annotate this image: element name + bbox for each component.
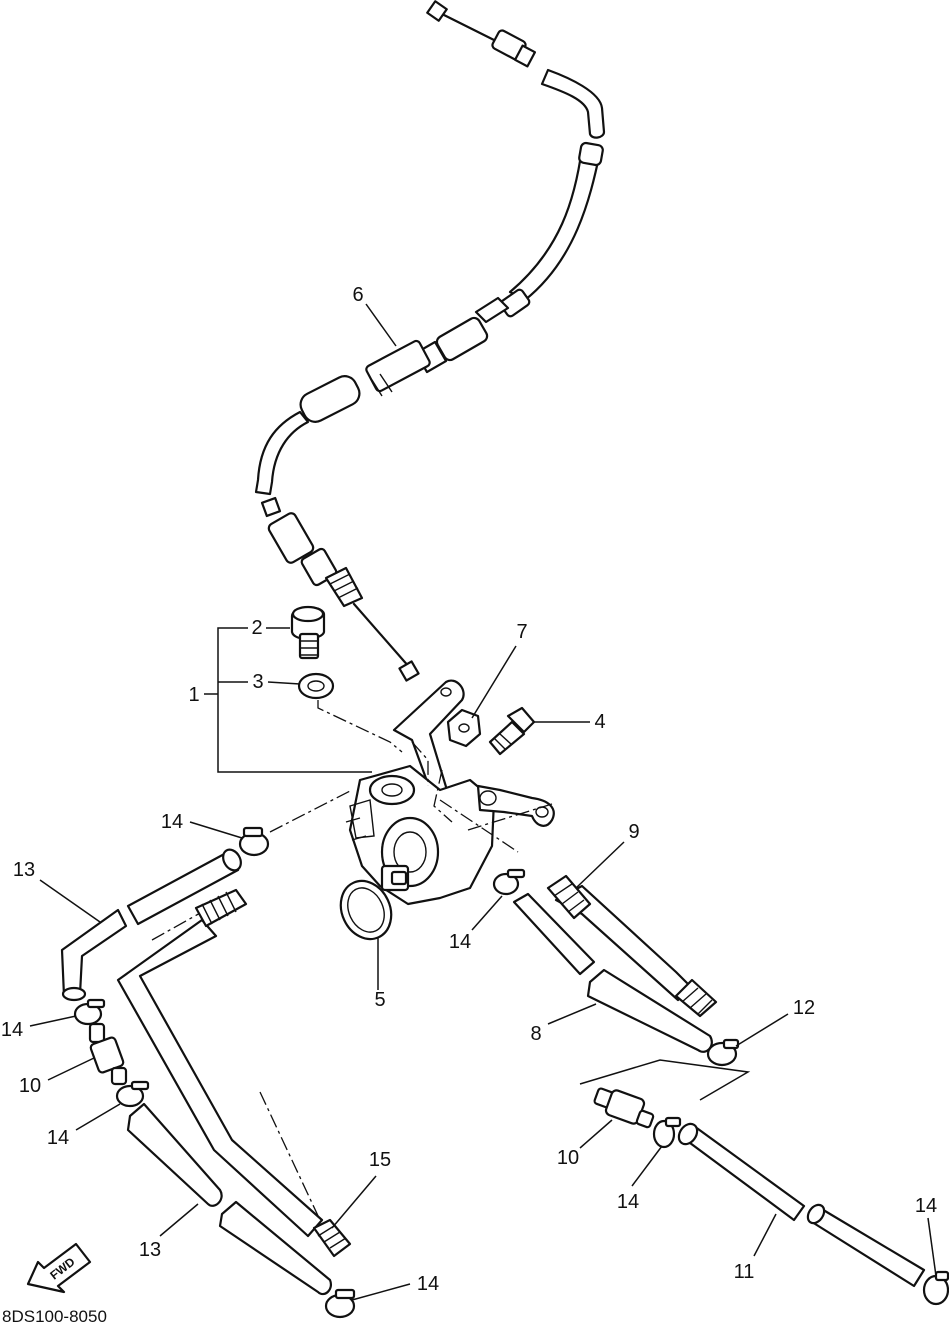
diagram-code: 8DS100-8050 xyxy=(2,1307,107,1326)
washer-part-3[interactable] xyxy=(297,672,335,700)
hose-segment-upper-left[interactable] xyxy=(126,846,244,926)
callout-13-lower: 13 xyxy=(139,1239,161,1261)
callout-2: 2 xyxy=(251,617,262,639)
hose-11[interactable] xyxy=(675,1120,926,1288)
callout-5: 5 xyxy=(374,989,385,1011)
hose-13-lower[interactable] xyxy=(126,1102,332,1296)
callout-3: 3 xyxy=(252,671,263,693)
callout-10-right: 10 xyxy=(557,1147,579,1169)
leader-lines xyxy=(29,303,937,1301)
clamp-part-14[interactable] xyxy=(922,1270,949,1306)
clamp-part-12[interactable] xyxy=(706,1038,740,1067)
nut-part-7[interactable] xyxy=(446,708,482,748)
callout-11: 11 xyxy=(734,1261,755,1283)
callout-14-e: 14 xyxy=(617,1191,639,1213)
clamp-part-14[interactable] xyxy=(238,826,270,857)
clamp-part-14[interactable] xyxy=(492,868,526,896)
spring-part-15-lower[interactable] xyxy=(312,1218,352,1258)
spring-part-9-upper[interactable] xyxy=(546,874,592,920)
bolt-part-4[interactable] xyxy=(488,706,536,756)
spring-part-9-lower[interactable] xyxy=(674,978,718,1018)
callout-numbers: 1 2 3 4 5 6 7 8 9 10 10 11 12 13 13 14 1… xyxy=(1,284,937,1295)
clamp-part-14[interactable] xyxy=(73,998,106,1026)
forward-arrow-icon: FWD xyxy=(26,1242,92,1294)
main-valve-body[interactable] xyxy=(345,741,555,906)
callout-9: 9 xyxy=(628,821,639,843)
callout-15: 15 xyxy=(369,1149,391,1171)
callout-14-g: 14 xyxy=(417,1273,439,1295)
clamp-part-14[interactable] xyxy=(652,1116,682,1149)
callout-8: 8 xyxy=(530,1023,541,1045)
callout-14-c: 14 xyxy=(47,1127,69,1149)
clamp-part-14[interactable] xyxy=(324,1288,356,1319)
alternate-spec-bracket xyxy=(579,1059,751,1101)
callout-1: 1 xyxy=(188,684,199,706)
clamp-part-14[interactable] xyxy=(115,1080,150,1108)
long-hose-left[interactable] xyxy=(116,918,324,1238)
callout-4: 4 xyxy=(594,711,605,733)
callout-10-left: 10 xyxy=(19,1075,41,1097)
callout-14-d: 14 xyxy=(449,931,471,953)
check-valve-part-10-right[interactable] xyxy=(593,1087,655,1129)
callout-7: 7 xyxy=(516,621,527,643)
callout-14-a: 14 xyxy=(161,811,183,833)
check-valve-part-10-left[interactable] xyxy=(88,1022,128,1086)
bolt-part-2[interactable] xyxy=(290,605,326,660)
callout-14-b: 14 xyxy=(1,1019,23,1041)
callout-13-upper: 13 xyxy=(13,859,35,881)
hose-13-upper[interactable] xyxy=(60,908,128,1002)
throttle-cable[interactable] xyxy=(254,0,606,682)
o-ring-part-5[interactable] xyxy=(332,873,401,948)
callout-12: 12 xyxy=(793,997,815,1019)
callout-14-f: 14 xyxy=(915,1195,937,1217)
hose-8[interactable] xyxy=(512,892,713,1053)
spring-part-15-upper[interactable] xyxy=(194,888,248,928)
callout-6: 6 xyxy=(352,284,363,306)
